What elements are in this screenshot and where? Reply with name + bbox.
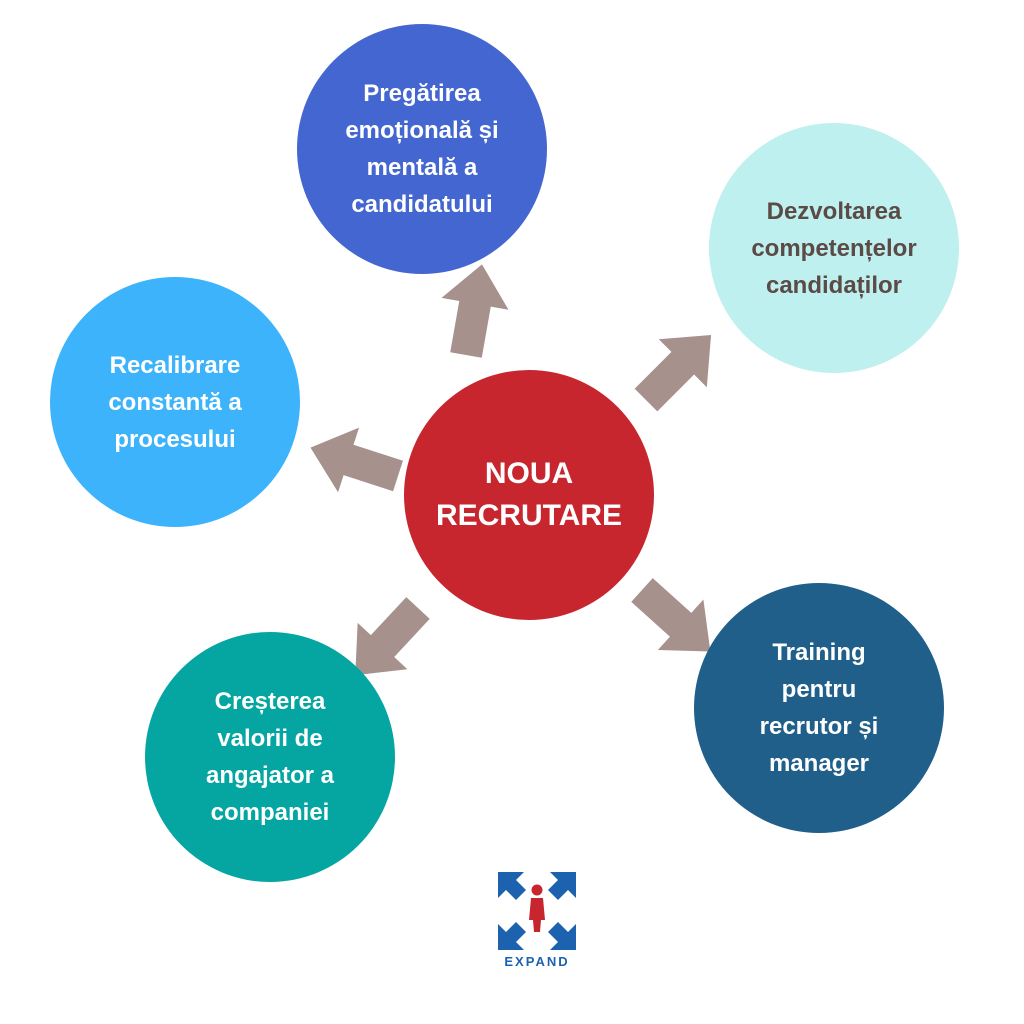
expand-logo-icon: [498, 872, 576, 950]
arrow-to-right: [634, 334, 712, 412]
arrow-to-bottom-right: [631, 578, 711, 652]
node-training-recrutor-manager: Training pentru recrutor și manager: [694, 583, 944, 833]
node-cresterea-valorii-angajator: Creșterea valorii de angajator a compani…: [145, 632, 395, 882]
arrow-to-top: [441, 264, 509, 358]
node-label: Dezvoltarea competențelor candidaților: [751, 197, 917, 299]
node-pregatirea-candidatului: Pregătirea emoțională și mentală a candi…: [297, 24, 547, 274]
node-label: Creșterea valorii de angajator a compani…: [205, 688, 335, 826]
center-node-label: NOUA RECRUTARE: [435, 457, 623, 532]
node-recalibrare-proces: Recalibrare constantă a procesului: [50, 277, 300, 527]
arrow-to-bottom-left: [355, 597, 430, 676]
node-label: Training pentru recrutor și manager: [759, 639, 879, 777]
node-label: Pregătirea emoțională și mentală a candi…: [345, 80, 499, 218]
node-label: Recalibrare constantă a procesului: [108, 351, 242, 453]
center-node-noua-recrutare: NOUA RECRUTARE: [404, 370, 654, 620]
expand-logo-text: EXPAND: [504, 954, 570, 969]
expand-logo: EXPAND: [496, 870, 578, 970]
node-dezvoltarea-competentelor: Dezvoltarea competențelor candidaților: [709, 123, 959, 373]
arrow-to-left: [310, 427, 403, 493]
